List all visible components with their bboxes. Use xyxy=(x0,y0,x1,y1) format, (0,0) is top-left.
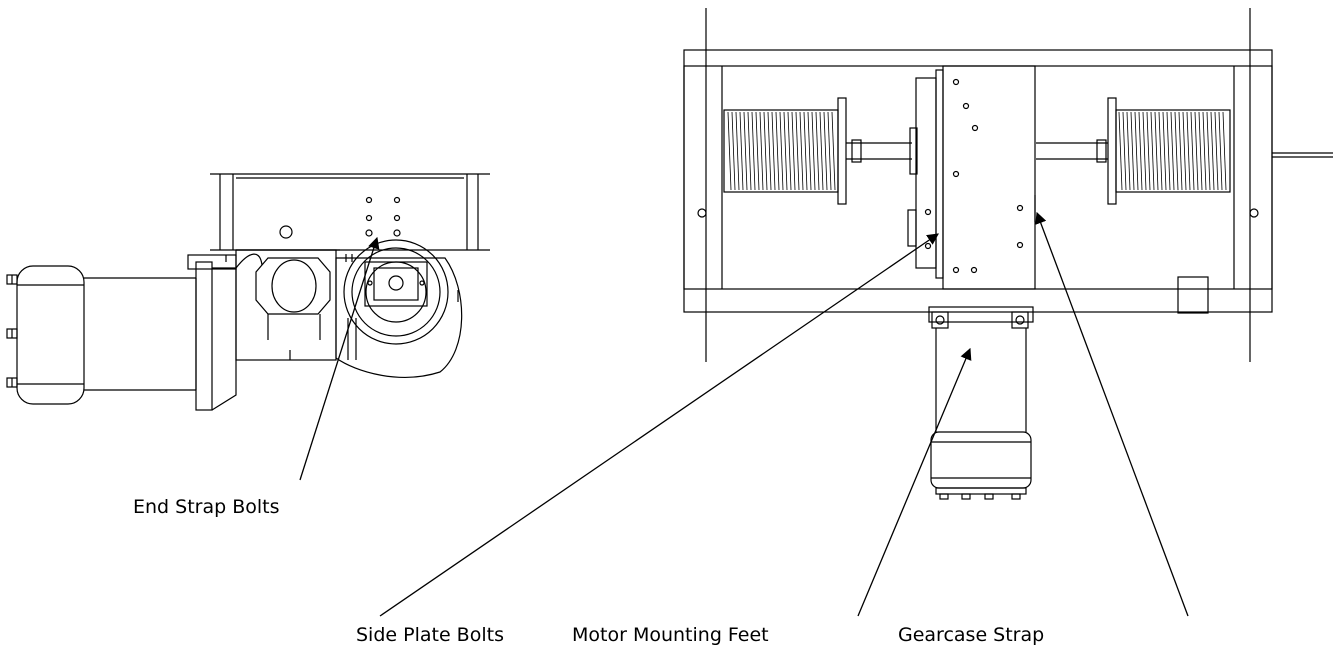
winding-line xyxy=(1118,111,1123,191)
winding-line xyxy=(743,111,748,191)
side-view-drawing xyxy=(6,173,490,411)
winding-line xyxy=(1218,111,1223,191)
side-plate-bolts-arrow xyxy=(379,233,939,617)
winding-line xyxy=(1170,111,1175,191)
winding-line xyxy=(1190,111,1195,191)
winding-line xyxy=(783,111,788,191)
gearcase-side xyxy=(235,249,340,361)
winding-line xyxy=(767,111,772,191)
winding-line xyxy=(1182,111,1187,191)
winding-line xyxy=(1198,111,1203,191)
winding-line xyxy=(1146,111,1151,191)
winding-line xyxy=(1122,111,1127,191)
winding-line xyxy=(1210,111,1215,191)
motor-body xyxy=(84,253,263,411)
winding-line xyxy=(1158,111,1163,191)
winding-line xyxy=(803,111,808,191)
winding-line xyxy=(799,111,804,191)
end-strap-bolts-arrow xyxy=(299,236,380,481)
motor-end-cap xyxy=(6,265,85,405)
winding-line xyxy=(823,111,828,191)
leader-arrows xyxy=(299,211,1189,617)
drum-windings xyxy=(727,111,1227,191)
winding-line xyxy=(807,111,812,191)
winding-line xyxy=(815,111,820,191)
side-plate-bolts-label: Side Plate Bolts xyxy=(356,624,504,646)
motor-mounting-feet-label: Motor Mounting Feet xyxy=(572,624,769,646)
motor-top xyxy=(928,306,1034,500)
top-view-drawing xyxy=(683,8,1333,500)
winding-line xyxy=(819,111,824,191)
gearcase-strap-label: Gearcase Strap xyxy=(898,624,1045,646)
winding-line xyxy=(779,111,784,191)
winding-line xyxy=(727,111,732,191)
end-strap-bolts-label: End Strap Bolts xyxy=(133,496,280,518)
winding-line xyxy=(755,111,760,191)
winding-line xyxy=(811,111,816,191)
top-housing xyxy=(210,173,490,251)
winding-line xyxy=(791,111,796,191)
winding-line xyxy=(1162,111,1167,191)
motor-mounting-feet-arrow xyxy=(857,347,972,617)
winding-line xyxy=(747,111,752,191)
winding-line xyxy=(827,111,832,191)
winding-line xyxy=(1130,111,1135,191)
gearcase-strap-arrow xyxy=(1035,211,1189,617)
winding-line xyxy=(1126,111,1131,191)
winding-line xyxy=(1166,111,1171,191)
winding-line xyxy=(1206,111,1211,191)
drum-wheel xyxy=(335,239,463,378)
gearcase-top xyxy=(907,65,1036,290)
winding-line xyxy=(735,111,740,191)
winding-line xyxy=(1222,111,1227,191)
winding-line xyxy=(1134,111,1139,191)
winding-line xyxy=(787,111,792,191)
winding-line xyxy=(1178,111,1183,191)
left-drum xyxy=(723,97,918,205)
winding-line xyxy=(759,111,764,191)
winding-line xyxy=(775,111,780,191)
winding-line xyxy=(795,111,800,191)
winding-line xyxy=(1142,111,1147,191)
right-drum xyxy=(1036,97,1231,205)
winding-line xyxy=(831,111,836,191)
winding-line xyxy=(1186,111,1191,191)
winding-line xyxy=(1138,111,1143,191)
frame xyxy=(683,49,1333,314)
winding-line xyxy=(739,111,744,191)
winding-line xyxy=(1214,111,1219,191)
winding-line xyxy=(1150,111,1155,191)
winding-line xyxy=(731,111,736,191)
winding-line xyxy=(1154,111,1159,191)
winding-line xyxy=(763,111,768,191)
winding-line xyxy=(1194,111,1199,191)
winding-line xyxy=(1174,111,1179,191)
winding-line xyxy=(751,111,756,191)
winding-line xyxy=(771,111,776,191)
winding-line xyxy=(1202,111,1207,191)
